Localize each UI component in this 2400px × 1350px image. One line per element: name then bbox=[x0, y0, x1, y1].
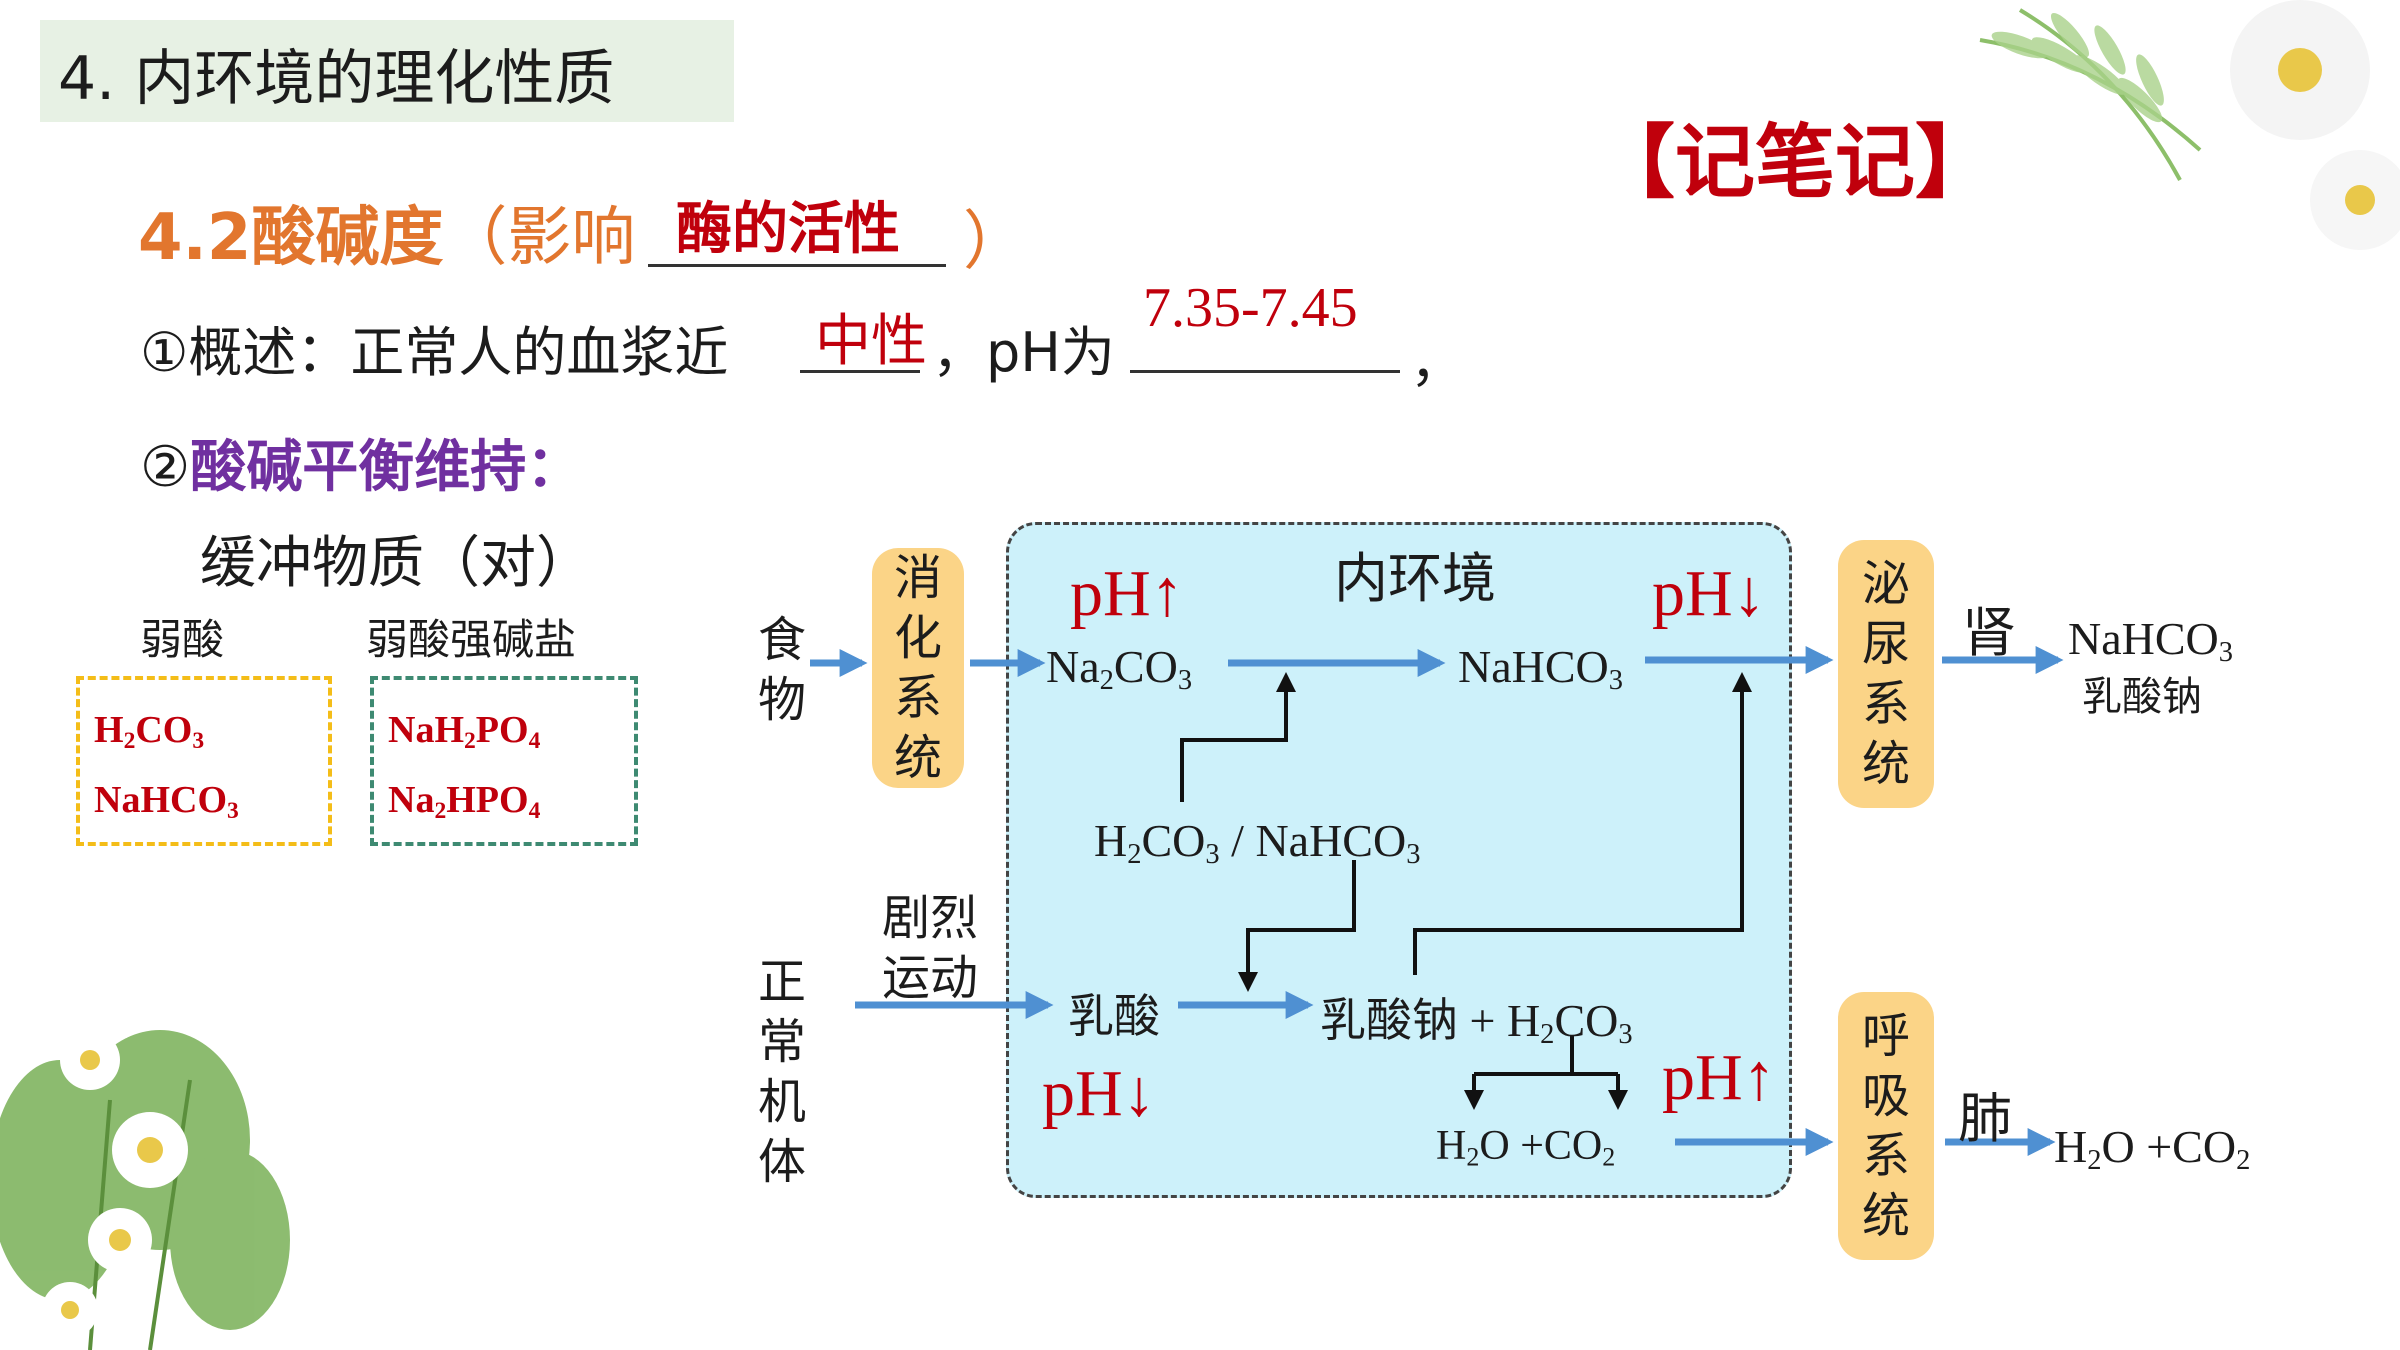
section-heading: 4.2酸碱度（影响 bbox=[138, 186, 635, 278]
point1-mid: ，pH为 bbox=[932, 321, 1115, 384]
body-label: 正 常 机 体 bbox=[752, 952, 812, 1192]
point1-answer: 中性 bbox=[815, 309, 927, 374]
sys-char: 呼 bbox=[1861, 1008, 1910, 1064]
urinary-system-label: 泌 尿 系 统 bbox=[1838, 554, 1934, 794]
note-label: 【记笔记】 bbox=[1595, 116, 1995, 209]
flower-decoration-bottom-left bbox=[0, 980, 300, 1350]
point1-ph-blank-line bbox=[1130, 370, 1400, 373]
urinary-system-box bbox=[1838, 540, 1934, 808]
lactic-acid-label: 乳酸 bbox=[1068, 980, 1160, 1046]
title-banner bbox=[40, 20, 734, 122]
kidney-label: 肾 bbox=[1962, 601, 2016, 664]
digestive-system-label: 消 化 系 统 bbox=[872, 548, 964, 788]
sys-char: 泌 bbox=[1861, 556, 1910, 612]
sys-char: 统 bbox=[1861, 1188, 1910, 1244]
weak-salt-label: 弱酸强碱盐 bbox=[366, 615, 577, 664]
weak-acid-box bbox=[76, 676, 332, 846]
output-sodium-lactate: 乳酸钠 bbox=[2082, 674, 2202, 720]
env-title: 内环境 bbox=[1334, 547, 1496, 610]
formula-h2co3: H2CO3 bbox=[94, 709, 205, 754]
heading-paren-close: ） bbox=[963, 205, 1027, 279]
point2-label: 酸碱平衡维持： bbox=[190, 435, 583, 500]
heading-blank-line bbox=[648, 264, 946, 267]
point1-prefix: ①概述：正常人的血浆近 bbox=[140, 321, 729, 384]
food-label: 食 物 bbox=[752, 610, 812, 730]
sodium-lactate-text: 乳酸钠 bbox=[1320, 993, 1458, 1047]
lung-label: 肺 bbox=[1958, 1087, 2012, 1150]
point1-blank-line bbox=[800, 370, 920, 373]
ph-up-marker-top: pH↑ bbox=[1070, 557, 1184, 630]
output-nahco3: NaHCO3 bbox=[2068, 613, 2234, 669]
food-char: 物 bbox=[757, 672, 806, 728]
weak-acid-label: 弱酸 bbox=[140, 615, 225, 664]
flower-decoration-top-right bbox=[1960, 0, 2400, 300]
point2-heading: ②酸碱平衡维持： bbox=[140, 422, 582, 503]
ph-down-marker-top: pH↓ bbox=[1652, 557, 1766, 630]
output-h2o-co2: H2O +CO2 bbox=[2054, 1121, 2251, 1177]
respiratory-system-label: 呼 吸 系 统 bbox=[1838, 1006, 1934, 1246]
sys-char: 系 bbox=[893, 670, 942, 726]
page-title: 4. 内环境的理化性质 bbox=[58, 44, 615, 114]
ph-up-marker-bottom: pH↑ bbox=[1662, 1041, 1776, 1114]
point2-circle: ② bbox=[140, 435, 191, 500]
point1-end: ， bbox=[1410, 331, 1464, 394]
ph-down-marker-bottom: pH↓ bbox=[1042, 1057, 1156, 1130]
sys-char: 统 bbox=[893, 730, 942, 786]
food-char: 食 bbox=[757, 612, 806, 668]
sys-char: 系 bbox=[1861, 1128, 1910, 1184]
body-char: 常 bbox=[757, 1014, 806, 1070]
lactic-acid-text: 乳酸 bbox=[1068, 989, 1160, 1043]
internal-environment-box bbox=[1006, 522, 1792, 1198]
heading-paren-open: （影响 bbox=[443, 201, 636, 275]
formula-na2hpo4: Na2HPO4 bbox=[388, 779, 541, 824]
chem-buffer-pair: H2CO3 / NaHCO3 bbox=[1094, 815, 1421, 871]
sys-char: 消 bbox=[893, 550, 942, 606]
sys-char: 吸 bbox=[1861, 1068, 1910, 1124]
exercise-line: 剧烈 bbox=[881, 890, 978, 946]
chem-h2o-co2-inner: H2O +CO2 bbox=[1436, 1123, 1616, 1172]
weak-salt-box bbox=[370, 676, 638, 846]
exercise-label: 剧烈 运动 bbox=[875, 888, 985, 1008]
formula-nahco3: NaHCO3 bbox=[94, 779, 239, 824]
sodium-lactate-h2co3: 乳酸钠 + H2CO3 bbox=[1320, 993, 1633, 1051]
body-char: 正 bbox=[757, 954, 806, 1010]
buffer-label: 缓冲物质（对） bbox=[200, 531, 592, 596]
formula-nah2po4: NaH2PO4 bbox=[388, 709, 541, 754]
chem-nahco3-inner: NaHCO3 bbox=[1458, 641, 1624, 697]
sys-char: 化 bbox=[893, 610, 942, 666]
heading-answer: 酶的活性 bbox=[676, 197, 900, 262]
heading-prefix: 4.2酸碱度 bbox=[138, 201, 444, 275]
respiratory-system-box bbox=[1838, 992, 1934, 1260]
exercise-line: 运动 bbox=[881, 950, 978, 1006]
sys-char: 系 bbox=[1861, 676, 1910, 732]
sys-char: 统 bbox=[1861, 736, 1910, 792]
body-char: 机 bbox=[757, 1074, 806, 1130]
sys-char: 尿 bbox=[1861, 616, 1910, 672]
body-char: 体 bbox=[757, 1134, 806, 1190]
chem-na2co3: Na2CO3 bbox=[1046, 641, 1193, 697]
point1-ph-range: 7.35-7.45 bbox=[1143, 277, 1358, 339]
digestive-system-box bbox=[872, 548, 964, 788]
